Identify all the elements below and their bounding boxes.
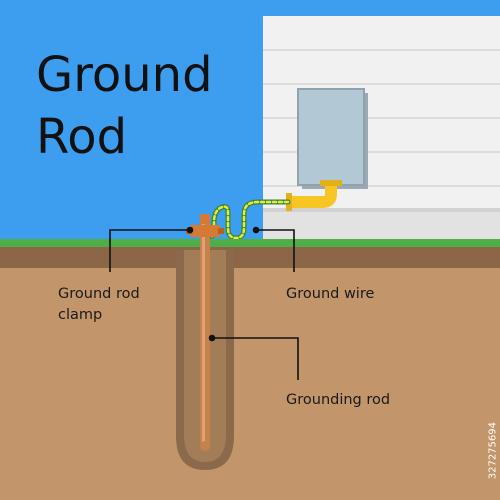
house-wall (263, 16, 500, 244)
grass-strip (0, 239, 500, 247)
clamp-label-line-2: clamp (58, 307, 103, 323)
title-line-1: Ground (36, 47, 213, 103)
soil (0, 246, 500, 500)
title-line-2: Rod (36, 109, 128, 165)
clamp-leader-line (109, 229, 190, 272)
soil-top-layer (0, 246, 500, 268)
stock-id: 327275694 (487, 422, 498, 480)
wire-label: Ground wire (286, 286, 375, 302)
clamp-label-line-1: Ground rod (58, 286, 140, 302)
wire-leader-line (256, 229, 295, 272)
clamp-label: Ground rod clamp (58, 284, 140, 326)
meter-box (297, 88, 368, 189)
rod-label: Grounding rod (286, 392, 391, 408)
page-title: Ground Rod (36, 44, 213, 168)
leader-lines (109, 226, 299, 380)
grounding-rod (200, 218, 210, 451)
rod-leader-line (212, 337, 299, 380)
